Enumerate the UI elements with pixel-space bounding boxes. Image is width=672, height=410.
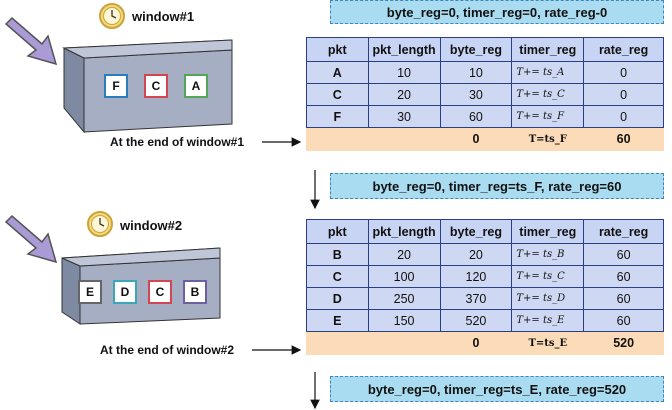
register-state-initial: byte_reg=0, timer_reg=0, rate_reg-0 xyxy=(330,0,664,24)
entry-arrow-icon-2 xyxy=(4,214,58,264)
summary-rate-reg: 520 xyxy=(583,331,664,355)
summary-timer-reg: T=ts_E xyxy=(511,331,585,355)
clock-icon-2 xyxy=(87,211,113,237)
table-row: B 20 20 T+= ts_B 60 xyxy=(306,243,664,266)
queue1-packet-a: A xyxy=(184,74,208,98)
cell-byte-reg: 60 xyxy=(439,105,513,128)
summary-row: 0 T=ts_F 60 xyxy=(306,127,664,151)
window2-label: window#2 xyxy=(120,218,183,233)
table-row: C 100 120 T+= ts_C 60 xyxy=(306,265,664,288)
cell-pkt: B xyxy=(306,243,369,266)
cell-rate-reg: 60 xyxy=(583,309,664,332)
cell-pkt-length: 30 xyxy=(367,105,441,128)
cell-rate-reg: 60 xyxy=(583,265,664,288)
cell-pkt: F xyxy=(306,105,369,128)
summary-rate-reg: 60 xyxy=(583,127,664,151)
cell-timer-reg: T+= ts_C xyxy=(511,265,585,288)
header-timer-reg: timer_reg xyxy=(511,37,585,62)
summary-timer-reg: T=ts_F xyxy=(511,127,585,151)
table-header-row: pkt pkt_length byte_reg timer_reg rate_r… xyxy=(306,37,664,62)
cell-timer-reg: T+= ts_A xyxy=(511,61,585,84)
summary-row: 0 T=ts_E 520 xyxy=(306,331,664,355)
cell-rate-reg: 60 xyxy=(583,243,664,266)
header-rate-reg: rate_reg xyxy=(583,37,664,62)
queue2-packet-b: B xyxy=(183,280,207,304)
summary-byte-reg: 0 xyxy=(439,127,513,151)
header-pkt-length: pkt_length xyxy=(367,219,441,244)
cell-byte-reg: 20 xyxy=(439,243,513,266)
clock-icon-1 xyxy=(99,3,125,29)
queue1-packet-f: F xyxy=(104,74,128,98)
cell-timer-reg: T+= ts_F xyxy=(511,105,585,128)
header-pkt: pkt xyxy=(306,37,369,62)
cell-timer-reg: T+= ts_E xyxy=(511,309,585,332)
table-row: A 10 10 T+= ts_A 0 xyxy=(306,61,664,84)
cell-byte-reg: 520 xyxy=(439,309,513,332)
cell-pkt-length: 250 xyxy=(367,287,441,310)
header-pkt-length: pkt_length xyxy=(367,37,441,62)
cell-byte-reg: 10 xyxy=(439,61,513,84)
cell-pkt-length: 20 xyxy=(367,243,441,266)
cell-pkt-length: 20 xyxy=(367,83,441,106)
entry-arrow-icon-1 xyxy=(4,16,58,66)
cell-pkt-length: 100 xyxy=(367,265,441,288)
cell-timer-reg: T+= ts_B xyxy=(511,243,585,266)
cell-rate-reg: 60 xyxy=(583,287,664,310)
queue2-packet-d: D xyxy=(113,280,137,304)
queue1-packet-c: C xyxy=(144,74,168,98)
cell-rate-reg: 0 xyxy=(583,105,664,128)
header-rate-reg: rate_reg xyxy=(583,219,664,244)
header-byte-reg: byte_reg xyxy=(439,219,513,244)
cell-pkt: A xyxy=(306,61,369,84)
window2-end-label: At the end of window#2 xyxy=(100,343,234,357)
header-timer-reg: timer_reg xyxy=(511,219,585,244)
cell-pkt: C xyxy=(306,265,369,288)
cell-pkt-length: 10 xyxy=(367,61,441,84)
summary-byte-reg: 0 xyxy=(439,331,513,355)
queue2-packet-e: E xyxy=(78,280,102,304)
window1-end-label: At the end of window#1 xyxy=(110,135,244,149)
window1-table: pkt pkt_length byte_reg timer_reg rate_r… xyxy=(306,37,664,151)
table-row: C 20 30 T+= ts_C 0 xyxy=(306,83,664,106)
cell-rate-reg: 0 xyxy=(583,61,664,84)
cell-pkt-length: 150 xyxy=(367,309,441,332)
table-row: E 150 520 T+= ts_E 60 xyxy=(306,309,664,332)
cell-byte-reg: 30 xyxy=(439,83,513,106)
register-state-after-window1: byte_reg=0, timer_reg=ts_F, rate_reg=60 xyxy=(330,173,664,199)
header-pkt: pkt xyxy=(306,219,369,244)
window2-table: pkt pkt_length byte_reg timer_reg rate_r… xyxy=(306,219,664,355)
cell-byte-reg: 120 xyxy=(439,265,513,288)
header-byte-reg: byte_reg xyxy=(439,37,513,62)
window1-label: window#1 xyxy=(132,9,195,24)
cell-rate-reg: 0 xyxy=(583,83,664,106)
cell-pkt: D xyxy=(306,287,369,310)
cell-timer-reg: T+= ts_C xyxy=(511,83,585,106)
table-row: F 30 60 T+= ts_F 0 xyxy=(306,105,664,128)
queue2-packet-c: C xyxy=(148,280,172,304)
cell-pkt: E xyxy=(306,309,369,332)
table-row: D 250 370 T+= ts_D 60 xyxy=(306,287,664,310)
cell-byte-reg: 370 xyxy=(439,287,513,310)
cell-timer-reg: T+= ts_D xyxy=(511,287,585,310)
cell-pkt: C xyxy=(306,83,369,106)
register-state-after-window2: byte_reg=0, timer_reg=ts_E, rate_reg=520 xyxy=(330,376,664,402)
table-header-row: pkt pkt_length byte_reg timer_reg rate_r… xyxy=(306,219,664,244)
